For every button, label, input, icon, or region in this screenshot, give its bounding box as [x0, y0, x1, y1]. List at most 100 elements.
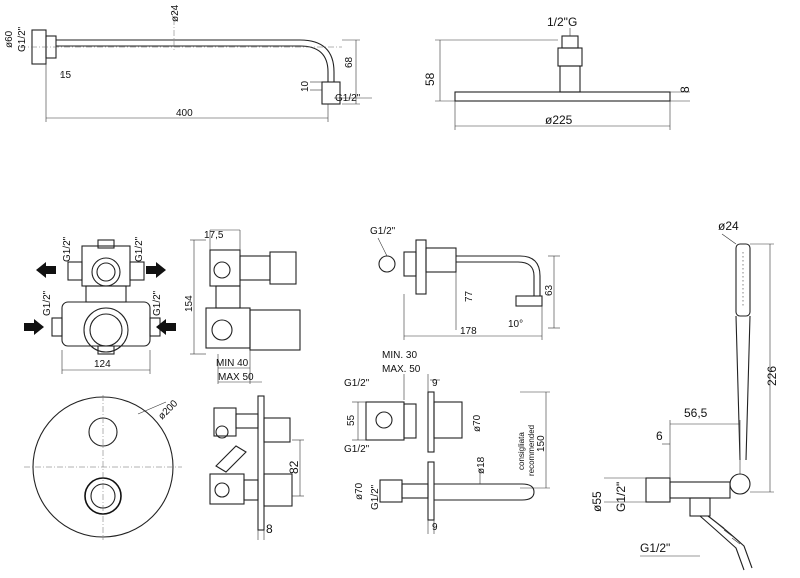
- hand-side-thread: G1/2": [614, 482, 628, 512]
- spout-length-label: 178: [460, 326, 477, 337]
- plate-diameter-label: ø200: [156, 398, 180, 422]
- hose-ring-3: [731, 537, 741, 545]
- shower-arm-view: ø60 G1/2" ø24 15 68 10 400 G1/2": [4, 4, 372, 122]
- section-lower-handle: [263, 473, 293, 507]
- valve-g-mid-right: G1/2": [152, 290, 163, 316]
- valve-upper-port: [91, 257, 121, 287]
- section-lower-port: [214, 482, 230, 498]
- hand-handle: [735, 315, 751, 461]
- hand-holder-ring: [729, 473, 751, 495]
- spout-drop-label: 63: [544, 284, 555, 296]
- side-cartridge: [249, 309, 301, 351]
- valve-neck: [85, 285, 127, 303]
- side-lower-port: [211, 319, 233, 341]
- lower-gap-label: 9: [432, 522, 438, 533]
- body-min-label: MIN. 30: [382, 350, 417, 361]
- side-min-label: MIN 40: [216, 358, 249, 369]
- hand-flange-label: 6: [656, 429, 663, 443]
- arm-length-label: 400: [176, 108, 193, 119]
- head-nut: [557, 47, 583, 67]
- arm-tube: [56, 39, 335, 82]
- valve-g-top-left: G1/2": [62, 236, 73, 262]
- arm-offset-label: 15: [60, 70, 72, 81]
- hand-flange-diam: ø55: [590, 491, 604, 512]
- plate-side-wall: [257, 395, 265, 531]
- plate-diam-leader: [137, 401, 167, 415]
- body-port: [375, 411, 393, 429]
- hose-ring-1: [715, 521, 725, 529]
- body-g-top: G1/2": [344, 378, 370, 389]
- arrow-out-left-icon: [36, 262, 56, 278]
- side-upper-port: [213, 261, 231, 279]
- hand-length-label: 226: [765, 366, 779, 386]
- body-stem: [403, 403, 417, 439]
- hand-shower-view: ø24 226 56,5 6 ø55 G1/2" G1/2": [590, 219, 779, 571]
- hand-wall-flange: [645, 477, 671, 503]
- body-note-it: consigliata: [517, 432, 526, 470]
- side-upper-stem: [239, 255, 271, 281]
- spout-back-block: [403, 251, 417, 277]
- valve-g-top-right: G1/2": [134, 236, 145, 262]
- valve-bottom-cap: [97, 345, 115, 355]
- side-height-label: 154: [184, 295, 195, 312]
- arrow-in-left-icon: [24, 319, 44, 335]
- side-depth-label: 17,5: [204, 230, 224, 241]
- head-thickness-label: 8: [678, 86, 692, 93]
- plate-height-label: 82: [287, 460, 301, 474]
- valve-g-mid-left: G1/2": [42, 290, 53, 316]
- body-note-en: recommended: [527, 425, 536, 476]
- hand-reach-label: 56,5: [684, 406, 708, 420]
- spout-height-label: 77: [464, 290, 475, 302]
- plate-side-view: 82 8: [209, 395, 304, 540]
- section-upper-handle: [263, 417, 291, 443]
- side-max-label: MAX 50: [218, 372, 254, 383]
- hand-bottom-thread: G1/2": [640, 541, 670, 555]
- valve-upper-port-inner: [96, 262, 116, 282]
- section-upper-block: [213, 407, 237, 437]
- spout-thread-label: G1/2": [370, 226, 396, 237]
- body-g-bottom: G1/2": [344, 444, 370, 455]
- spout-side-view: G1/2" 77 63 10° 178: [370, 226, 560, 340]
- valve-lower-port: [83, 307, 129, 353]
- valve-side-view: 17,5 154 MIN 40 MAX 50: [184, 229, 301, 384]
- arm-tip-label: 10: [300, 80, 311, 92]
- arrow-in-right-icon: [156, 319, 176, 335]
- arm-tip-connector: [321, 81, 341, 105]
- head-thread-top: [561, 35, 579, 49]
- section-link: [215, 445, 247, 473]
- hand-handle-diam: ø24: [718, 219, 739, 233]
- body-plate: [427, 391, 435, 453]
- valve-left-boss: [67, 261, 83, 281]
- section-lower-stem: [243, 479, 259, 501]
- valve-right-boss: [129, 261, 145, 281]
- valve-upper-body: [81, 245, 131, 287]
- spout-thread-leader: [377, 237, 388, 257]
- spout-tip: [515, 295, 543, 307]
- arm-drop-label: 68: [344, 56, 355, 68]
- hose-ring-2: [723, 529, 733, 537]
- spout-inlet-port: [378, 255, 396, 273]
- hand-elbow-body: [669, 481, 731, 499]
- body-block: [365, 401, 405, 441]
- body-gap-label: 9: [432, 378, 438, 389]
- lower-plate-diam: ø70: [354, 482, 365, 500]
- spout-body-view: MIN. 30 MAX. 50 G1/2" G1/2" 55 9 ø70 con…: [344, 350, 550, 534]
- spout-curve: [456, 255, 541, 296]
- arm-tip-thread: G1/2": [335, 93, 361, 104]
- lower-stem: [401, 483, 429, 499]
- arm-wall-thread: G1/2": [17, 26, 28, 52]
- hand-head: [735, 243, 751, 317]
- plate-thickness-label: 8: [266, 522, 273, 536]
- lower-outlet-diam: ø18: [476, 456, 487, 474]
- lower-plate: [427, 461, 435, 521]
- arrow-out-right-icon: [146, 262, 166, 278]
- head-height-label: 58: [423, 72, 437, 86]
- spout-body: [425, 247, 457, 273]
- section-upper-stem: [235, 413, 259, 429]
- body-length-label: 150: [536, 435, 547, 452]
- shower-head-view: 1/2"G 58 8 ø225: [423, 15, 692, 130]
- valve-lower-port-inner: [89, 313, 123, 347]
- section-upper-port: [215, 425, 229, 439]
- side-mid-link: [215, 285, 241, 309]
- round-plate-view: ø200: [24, 395, 182, 540]
